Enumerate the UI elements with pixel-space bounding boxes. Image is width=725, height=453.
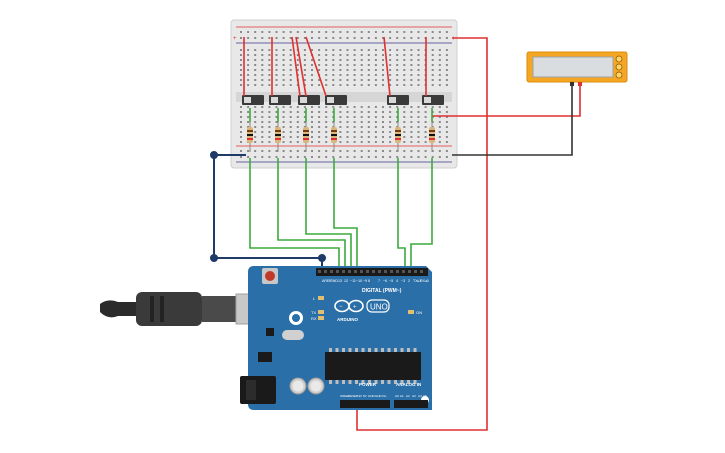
- svg-text:A4: A4: [418, 394, 422, 398]
- reset-button[interactable]: [262, 268, 278, 284]
- pin-3: ~3: [401, 279, 405, 283]
- uno-badge: UNO: [366, 299, 390, 313]
- svg-text:ON: ON: [416, 310, 422, 315]
- black-wire-gnd-lcd[interactable]: [452, 84, 573, 156]
- breadboard[interactable]: + +: [230, 19, 458, 169]
- slide-switch-5[interactable]: [387, 95, 409, 105]
- svg-text:GND: GND: [368, 394, 376, 398]
- status-leds: L TX RX ON: [311, 296, 422, 321]
- voltage-regulator: [258, 352, 272, 362]
- slide-switch-1[interactable]: [242, 95, 264, 105]
- svg-text:RESET: RESET: [348, 394, 358, 398]
- red-wires[interactable]: [243, 36, 581, 431]
- dc-power-jack[interactable]: [240, 376, 276, 404]
- pin-9: ~9: [363, 279, 367, 283]
- pin-tx1: TX▸1: [413, 279, 421, 283]
- svg-text:+: +: [353, 305, 357, 311]
- digital-pin-labels: AREF GND 13 12 ~11 ~10 ~9 8 7 ~6 ~5 4 ~3…: [322, 279, 429, 283]
- pin-8: 8: [368, 279, 370, 283]
- svg-text:A1: A1: [400, 394, 404, 398]
- pin-10: ~10: [356, 279, 362, 283]
- pin-rx0: RX◂0: [420, 279, 429, 283]
- crystal: [282, 330, 304, 340]
- digital-label: DIGITAL (PWM~): [362, 288, 402, 294]
- svg-text:−: −: [339, 304, 343, 310]
- pin-11: ~11: [350, 279, 356, 283]
- pin-4: 4: [396, 279, 398, 283]
- lcd-pin-2: [615, 63, 623, 71]
- slide-switch-4[interactable]: [325, 95, 347, 105]
- svg-text:GND: GND: [375, 394, 383, 398]
- svg-text:Vin: Vin: [382, 394, 387, 398]
- resistor-2: [275, 118, 281, 152]
- svg-text:A2: A2: [406, 394, 410, 398]
- pin-13: 13: [338, 279, 342, 283]
- pin-aref: AREF: [322, 279, 332, 283]
- svg-text:TX: TX: [311, 310, 316, 315]
- svg-text:L: L: [313, 296, 316, 301]
- resistor-5: [395, 118, 401, 152]
- svg-text:A0: A0: [395, 394, 399, 398]
- resistor-1: [247, 118, 253, 152]
- brand-label: ARDUINO: [337, 317, 358, 322]
- pin-2: 2: [408, 279, 410, 283]
- svg-text:5V: 5V: [363, 394, 367, 398]
- pin-5: ~5: [389, 279, 393, 283]
- svg-text:IOREF: IOREF: [340, 394, 349, 398]
- svg-text:ANALOG IN: ANALOG IN: [396, 382, 421, 387]
- analog-header: ANALOG IN A0 A1 A2 A3 A4 A5: [394, 382, 428, 408]
- pin-gnd: GND: [330, 279, 338, 283]
- breadboard-holes: [240, 31, 448, 158]
- svg-text:+: +: [233, 36, 237, 42]
- pin-7: 7: [378, 279, 380, 283]
- arduino-logo: − + ARDUINO: [334, 299, 364, 322]
- resistor-3: [303, 118, 309, 152]
- svg-text:RX: RX: [311, 316, 317, 321]
- pin-12: 12: [344, 279, 348, 283]
- slide-switch-3[interactable]: [298, 95, 320, 105]
- svg-text:A3: A3: [412, 394, 416, 398]
- resistor-6: [429, 118, 435, 152]
- pin-6: ~6: [383, 279, 387, 283]
- svg-text:3.3V: 3.3V: [356, 394, 362, 398]
- lcd-pin-3: [615, 71, 623, 79]
- svg-text:+: +: [452, 36, 456, 42]
- capacitors: [289, 377, 325, 395]
- svg-text:POWER: POWER: [359, 382, 377, 387]
- svg-text:A5: A5: [423, 394, 427, 398]
- navy-wire-gnd[interactable]: [210, 151, 326, 270]
- lcd-display[interactable]: [526, 51, 628, 86]
- power-header: POWER IOREF RESET 3.3V 5V GND GND Vin: [340, 382, 390, 408]
- slide-switch-2[interactable]: [269, 95, 291, 105]
- lcd-pin-1: [615, 55, 623, 63]
- green-wires[interactable]: [249, 108, 433, 270]
- atmega-chip: [325, 348, 421, 384]
- slide-switches[interactable]: [242, 95, 444, 105]
- red-wire-5v: [356, 37, 488, 431]
- arduino-uno[interactable]: AREF GND 13 12 ~11 ~10 ~9 8 7 ~6 ~5 4 ~3…: [240, 266, 432, 410]
- uno-label: UNO: [370, 303, 388, 312]
- resistors[interactable]: [247, 118, 435, 152]
- red-wire-lcd: [432, 84, 581, 117]
- slide-switch-6[interactable]: [422, 95, 444, 105]
- resistor-4: [331, 118, 337, 152]
- digital-header: [316, 268, 428, 276]
